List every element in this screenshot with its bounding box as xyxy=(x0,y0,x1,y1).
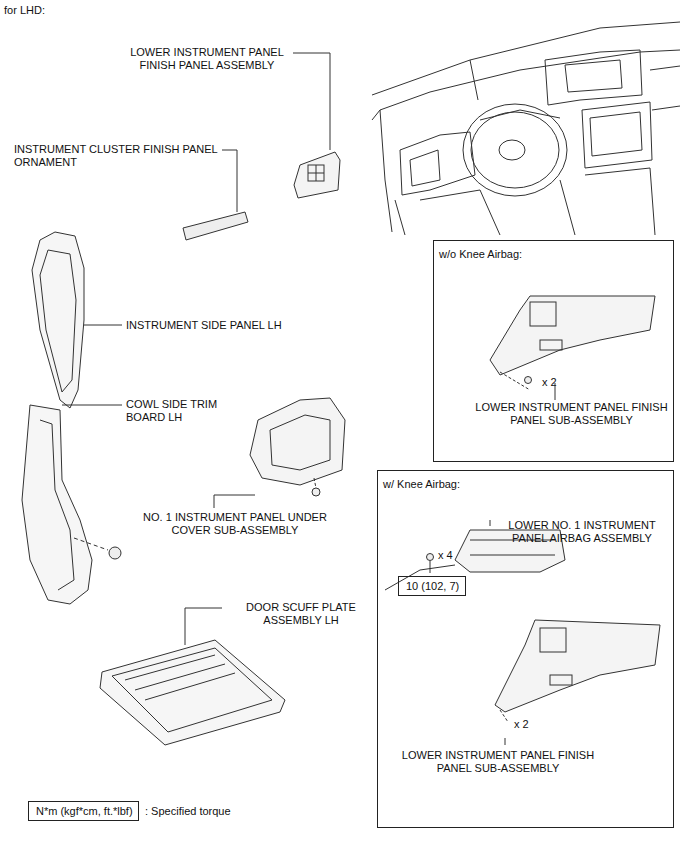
leader-line xyxy=(490,520,491,526)
leader-line xyxy=(222,150,237,212)
legend-note: : Specified torque xyxy=(145,805,231,818)
leader-line xyxy=(84,325,122,326)
bolt xyxy=(312,488,320,496)
finish-panel-sub-assembly-1 xyxy=(490,296,655,375)
part-name: NO. 1 INSTRUMENT PANEL UNDER COVER SUB-A… xyxy=(130,511,340,537)
section-heading: for LHD: xyxy=(4,4,124,17)
leader-line xyxy=(293,53,330,150)
variant-frame: w/ Knee Airbag: LOWER NO. 1 INSTRUMENT PA… xyxy=(377,470,674,828)
part-name: INSTRUMENT CLUSTER FINISH PANEL ORNAMENT xyxy=(14,143,219,169)
bolt xyxy=(525,377,532,384)
torque-unit: N*m (kgf*cm, ft.*lbf) xyxy=(36,805,133,818)
cluster-ornament xyxy=(183,212,248,240)
variant-heading: w/ Knee Airbag: xyxy=(383,478,583,491)
variant-frame: w/o Knee Airbag: LOWER INSTRUMENT PANEL F… xyxy=(433,240,674,462)
bolt xyxy=(427,554,434,561)
torque-box: 10 (102, 7) xyxy=(398,576,466,596)
cowl-side-trim xyxy=(22,405,92,604)
bolt-line xyxy=(314,478,316,488)
door-scuff-plate xyxy=(100,640,285,745)
finish-panel-sub-assembly-2 xyxy=(495,620,660,712)
bolt-line xyxy=(500,710,508,722)
clip-line xyxy=(74,538,108,550)
leader-line xyxy=(430,561,431,573)
under-cover xyxy=(250,398,345,485)
torque-value: 10 (102, 7) xyxy=(406,580,459,593)
quantity: x 4 xyxy=(438,549,478,562)
leader-line xyxy=(185,608,222,645)
leader-line xyxy=(62,405,122,406)
quantity: x 2 xyxy=(514,718,554,731)
part-name: DOOR SCUFF PLATE ASSEMBLY LH xyxy=(226,601,376,627)
instrument-side-panel xyxy=(32,232,84,408)
leader-line xyxy=(505,738,506,745)
part-name: LOWER NO. 1 INSTRUMENT PANEL AIRBAG ASSE… xyxy=(494,519,670,545)
variant-heading: w/o Knee Airbag: xyxy=(439,248,639,261)
finish-panel-assembly xyxy=(294,152,340,198)
legend-box: N*m (kgf*cm, ft.*lbf): Specified torque xyxy=(28,801,139,821)
dashboard-sketch xyxy=(372,22,680,235)
part-name: COWL SIDE TRIM BOARD LH xyxy=(126,398,236,424)
leader-line xyxy=(214,495,255,508)
part-name: LOWER INSTRUMENT PANEL FINISH PANEL SUB-… xyxy=(474,401,669,427)
part-name: LOWER INSTRUMENT PANEL FINISH PANEL ASSE… xyxy=(123,46,291,72)
clip xyxy=(109,547,121,559)
part-name: INSTRUMENT SIDE PANEL LH xyxy=(126,319,326,332)
part-name: LOWER INSTRUMENT PANEL FINISH PANEL SUB-… xyxy=(388,749,608,775)
quantity: x 2 xyxy=(542,376,582,389)
